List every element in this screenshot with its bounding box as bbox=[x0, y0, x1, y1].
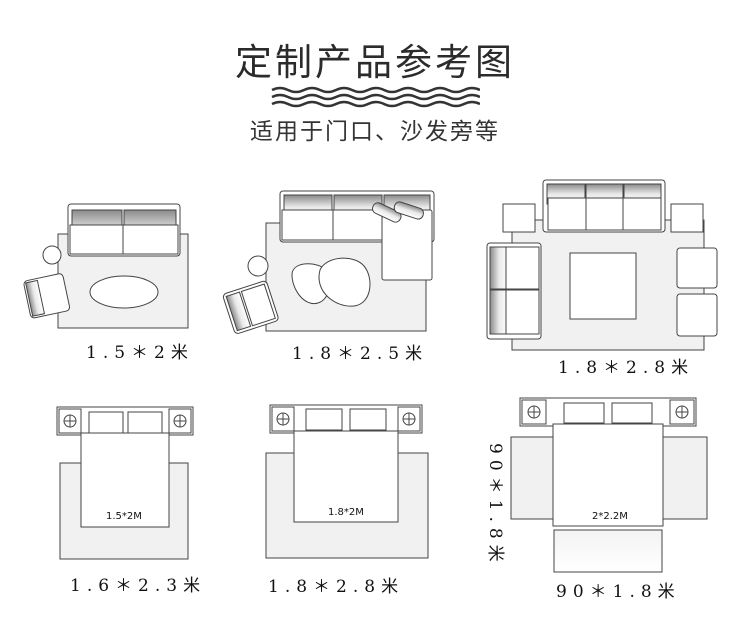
pillow-left bbox=[88, 411, 124, 434]
l-sofa bbox=[279, 190, 435, 281]
pebble-tables bbox=[291, 257, 371, 307]
runner-bottom bbox=[553, 529, 663, 573]
pillow-left bbox=[305, 408, 343, 431]
runner-right bbox=[662, 436, 708, 520]
headboard bbox=[519, 397, 697, 427]
sofa bbox=[67, 203, 181, 257]
oval-table bbox=[89, 275, 159, 309]
side-runner-caption: 90＊1.8米 bbox=[485, 443, 505, 568]
pillow-right bbox=[127, 411, 163, 434]
pillow-left bbox=[563, 402, 605, 424]
bed-size-label-3: 2*2.2M bbox=[592, 511, 628, 522]
size-caption-4: 1.6＊2.3米 bbox=[70, 576, 207, 596]
size-caption-5: 1.8＊2.8米 bbox=[268, 577, 405, 597]
runner-left bbox=[510, 436, 556, 520]
size-caption-6: 90＊1.8米 bbox=[556, 582, 681, 602]
bedroom-layout-1 bbox=[56, 406, 194, 560]
pillow-right bbox=[349, 408, 387, 431]
ottoman-top bbox=[676, 247, 718, 289]
armchair bbox=[23, 273, 71, 319]
bed bbox=[552, 423, 664, 527]
bed bbox=[80, 432, 170, 528]
coffee-table bbox=[569, 252, 637, 320]
living-room-layout-3 bbox=[486, 179, 718, 351]
armchair bbox=[222, 280, 279, 334]
headboard bbox=[269, 404, 423, 434]
side-table bbox=[247, 255, 269, 277]
bed-size-label-1: 1.5*2M bbox=[106, 511, 142, 522]
bedroom-layout-2 bbox=[265, 404, 429, 559]
size-caption-1: 1.5＊2米 bbox=[86, 343, 194, 363]
three-seat-sofa bbox=[542, 179, 666, 233]
end-table-left bbox=[502, 203, 536, 233]
pillow-right bbox=[611, 402, 653, 424]
bed-size-label-2: 1.8*2M bbox=[328, 507, 364, 518]
living-room-layout-1 bbox=[23, 203, 189, 329]
headboard bbox=[56, 406, 194, 436]
bedroom-layout-3 bbox=[510, 397, 708, 573]
two-seat-sofa bbox=[486, 242, 542, 340]
living-room-layout-2 bbox=[222, 190, 435, 334]
end-table-right bbox=[670, 203, 704, 233]
size-caption-2: 1.8＊2.5米 bbox=[292, 344, 429, 364]
size-caption-3: 1.8＊2.8米 bbox=[558, 358, 695, 378]
page-title: 定制产品参考图 bbox=[235, 41, 515, 84]
ottoman-bottom bbox=[676, 293, 718, 337]
side-table bbox=[42, 245, 62, 265]
wave-divider bbox=[271, 86, 480, 108]
bed bbox=[293, 430, 399, 523]
page-subtitle: 适用于门口、沙发旁等 bbox=[250, 119, 500, 145]
